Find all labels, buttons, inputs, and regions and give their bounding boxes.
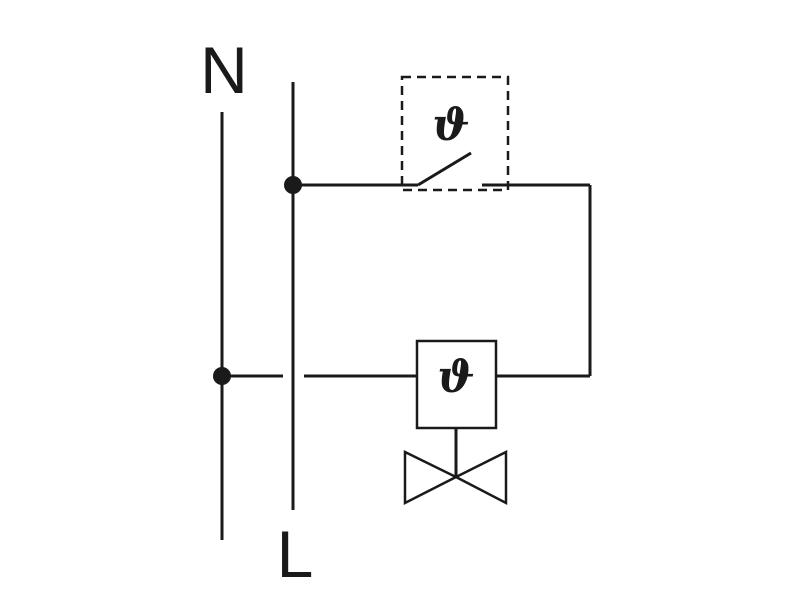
- actuator-theta-icon: ϑ: [437, 352, 474, 403]
- live-label: L: [277, 517, 314, 591]
- junction-live: [284, 176, 302, 194]
- valve-icon-right: [453, 449, 508, 506]
- thermostat-theta-icon: ϑ: [432, 100, 469, 151]
- thermostat-switch-contact: [417, 151, 472, 187]
- actuator-box: [415, 339, 498, 430]
- valve-icon: [403, 449, 459, 506]
- neutral-label: N: [200, 33, 248, 107]
- thermostat-enclosure: [400, 75, 510, 192]
- junction-neutral: [213, 367, 231, 385]
